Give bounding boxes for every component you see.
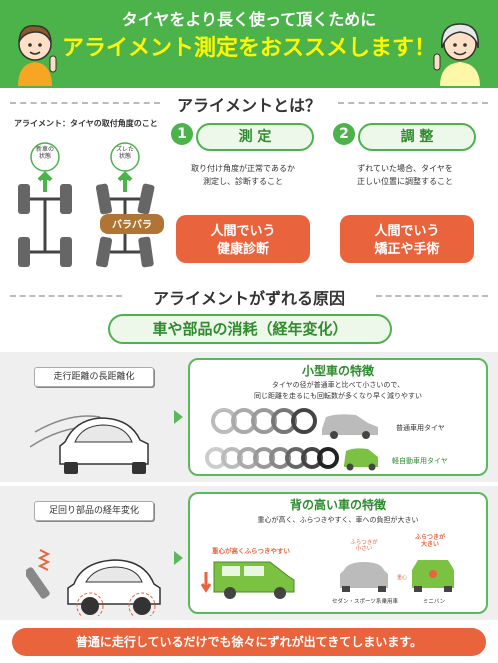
- high-center-label: 重心が高くふらつきやすい: [212, 547, 290, 555]
- causes-title: アライメントがずれる原因: [152, 289, 345, 308]
- step1-button: 人間でいう 健康診断: [176, 215, 310, 263]
- sedan-label: セダン・スポーツ系乗用車: [332, 599, 398, 605]
- van-side-illustration: [200, 556, 300, 600]
- section-divider: [10, 102, 160, 104]
- header-banner: [0, 0, 498, 88]
- minivan-label: ミニバン: [422, 599, 446, 605]
- step1-number: 1: [171, 123, 193, 145]
- sway-small-label: ふらつきが 小さい: [350, 540, 378, 552]
- shifted-label: ズレた 状態: [115, 146, 134, 160]
- center-mark-label: 重心: [396, 575, 407, 581]
- kei-tire-label: 軽自動車用タイヤ: [392, 457, 448, 465]
- step1-title: 測 定: [196, 123, 314, 151]
- sway-large-label: ふらつきが 大きい: [414, 534, 445, 548]
- header-line1: タイヤをより長く使って頂くために: [121, 10, 377, 29]
- step1-desc: 取り付け角度が正常であるか 測定し、診断すること: [191, 164, 295, 186]
- car-rear-comparison: [334, 556, 464, 594]
- cause1-panel-title: 小型車の特徴: [301, 364, 374, 378]
- cause1-label: 走行距離の長距離化: [34, 367, 154, 387]
- section-divider: [10, 295, 122, 297]
- cause2-panel-title: 背の高い車の特徴: [289, 498, 386, 512]
- man-avatar: [10, 14, 60, 86]
- new-car-label: 新車の 状態: [35, 146, 54, 160]
- cause1-panel-desc: タイヤの径が普通車と比べて小さいので、 同じ距離を走るにも回転数が多くなり早く減…: [254, 381, 422, 400]
- cause2-panel-desc: 重心が高く、ふらつきやすく、車への負担が大きい: [257, 516, 419, 524]
- suspension-car-illustration: [24, 526, 172, 620]
- step2-number: 2: [333, 123, 355, 145]
- arrow-icon: [174, 551, 183, 565]
- cause2-panel: [188, 492, 488, 614]
- car-front-illustration: [29, 392, 170, 480]
- cause2-label: 足回り部品の経年変化: [34, 501, 154, 521]
- causes-subtitle: 車や部品の消耗（経年変化）: [108, 314, 392, 344]
- step2-title: 調 整: [358, 123, 476, 151]
- tire-rotation-illustration: [196, 405, 386, 475]
- woman-avatar: [432, 14, 488, 86]
- tire-diagram: [10, 132, 170, 277]
- footer-message: 普通に走行しているだけでも徐々にずれが出てきてしまいます。: [12, 628, 486, 656]
- normal-tire-label: 普通車用タイヤ: [396, 424, 445, 432]
- header-line2: アライメント測定をおススメします！: [61, 36, 436, 61]
- step2-button: 人間でいう 矯正や手術: [340, 215, 474, 263]
- step2-desc: ずれていた場合、タイヤを 正しい位置に調整すること: [357, 164, 453, 186]
- bara-text: バラバラ: [112, 220, 152, 231]
- alignment-definition: アライメント：タイヤの取付角度のこと: [14, 119, 158, 128]
- intro-title: アライメントとは？: [176, 96, 321, 115]
- arrow-icon: [174, 410, 183, 424]
- section-divider: [338, 102, 488, 104]
- section-divider: [376, 295, 488, 297]
